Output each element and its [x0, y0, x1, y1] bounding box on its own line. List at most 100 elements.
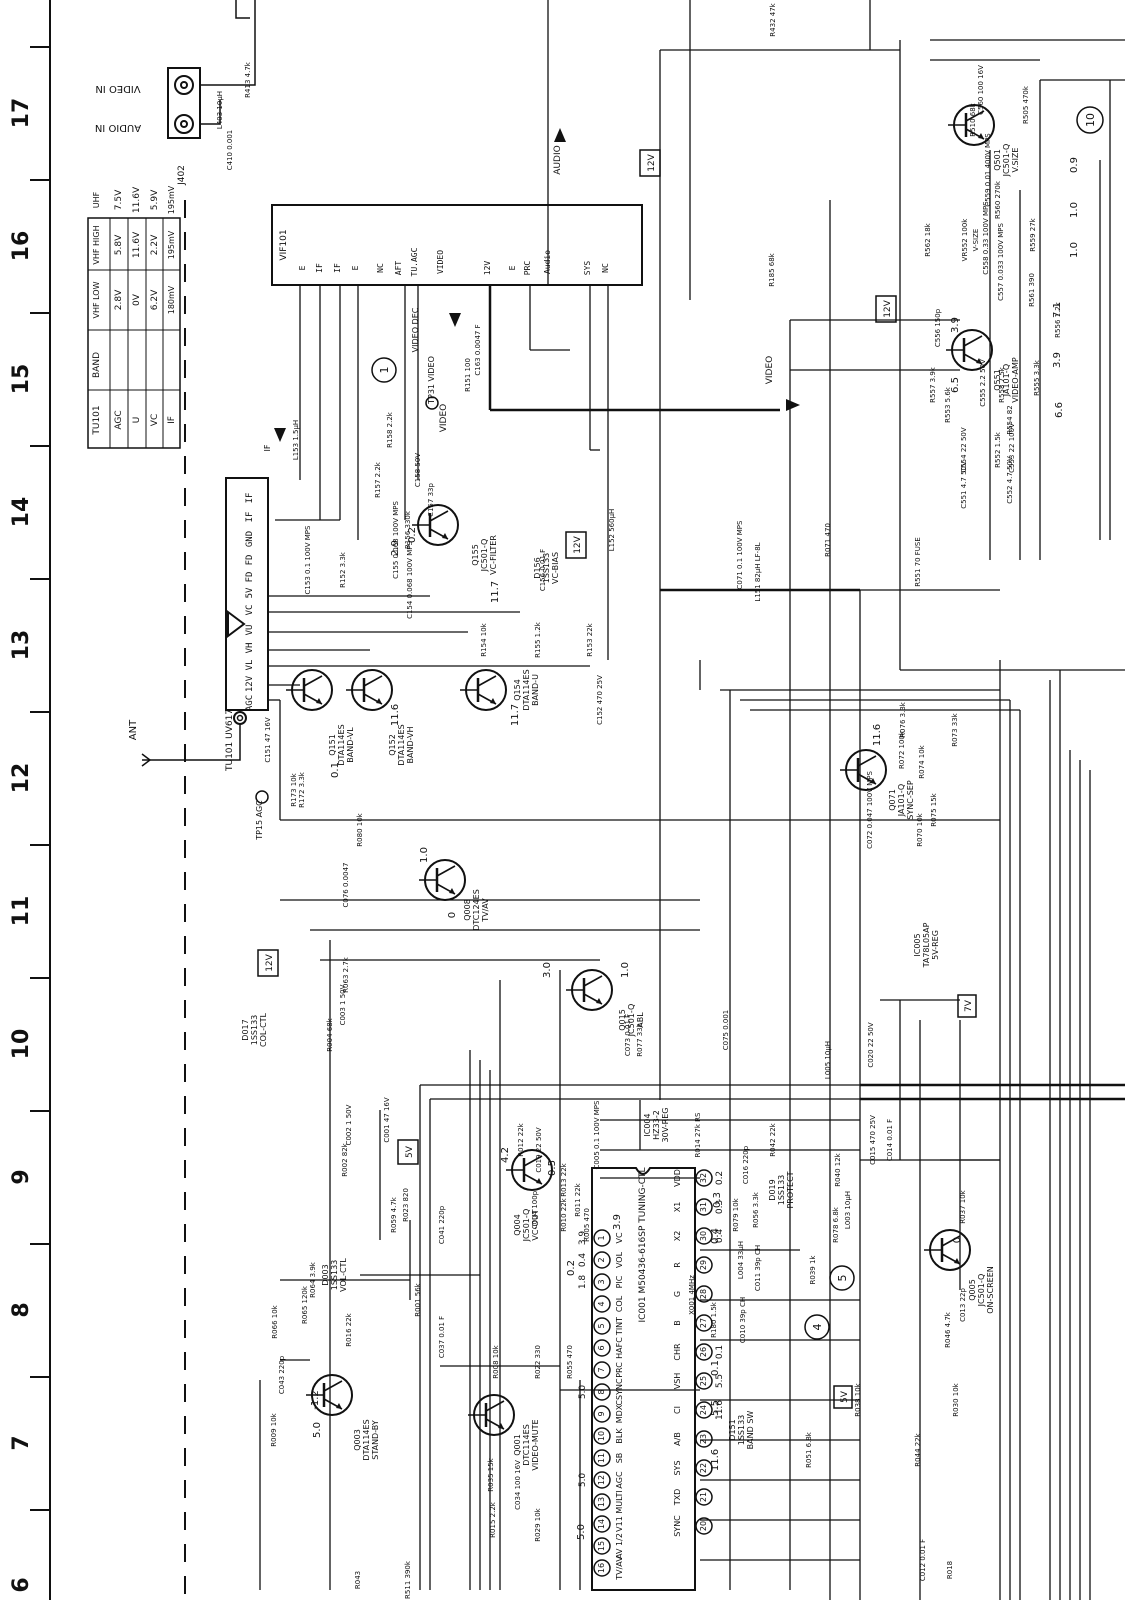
node-voltage: 0.1: [330, 762, 341, 778]
ic001-pin-label: VC: [615, 1232, 624, 1243]
component-label: R022 330: [534, 1345, 542, 1379]
transistor-q015: [566, 969, 613, 1011]
vif-pin-aft: AFT: [394, 261, 403, 276]
vif-pin-if1: IF: [315, 263, 324, 273]
band-row-agc-label: AGC: [114, 410, 124, 429]
component-label: C071 0.1 100V MPS: [736, 520, 744, 589]
component-label: R010 22k: [560, 1197, 568, 1231]
ic001-pin-num: 26: [699, 1347, 708, 1357]
component-label: C014 0.01 F: [886, 1119, 894, 1161]
audio-in-label: AUDIO IN: [95, 122, 141, 133]
component-label: C012 0.01 F: [919, 1539, 927, 1581]
ic001-pin-label: AGC: [615, 1471, 624, 1489]
ic001-pin-num: 4: [597, 1301, 606, 1306]
component-label: C002 1 50V: [345, 1104, 353, 1145]
part-num-d019: 1SS133: [777, 1175, 786, 1206]
node-voltage: 0.3: [712, 1192, 723, 1208]
component-label: R014 27k RS: [694, 1112, 702, 1157]
antenna-input: ANT: [128, 719, 241, 767]
component-label: R559 27k: [1029, 217, 1037, 251]
component-label: R552 1.5k: [994, 431, 1002, 468]
vif-pin-if2: IF: [333, 263, 342, 273]
tp15-label: TP15 AGC: [255, 800, 264, 841]
component-label: R001 56k: [414, 1282, 422, 1316]
component-label: R038 10k: [854, 1382, 862, 1416]
node-voltage: 0.5: [547, 1160, 558, 1176]
vif-pin-e2: E: [351, 265, 360, 270]
vif-pin-e3: E: [508, 265, 517, 270]
ic001-pin-label: PRC: [615, 1362, 624, 1378]
ic001-pin-label: SYNC: [673, 1515, 682, 1537]
component-label: R413 4.7k: [244, 61, 252, 98]
ic001-pin-voltage: 5.0: [578, 1385, 588, 1400]
component-label: R009 10k: [270, 1412, 278, 1446]
component-label: R076 3.3k: [899, 701, 907, 738]
component-label: R553 5.6k: [944, 386, 952, 423]
transistor-func-q071: SYNC-SEP: [906, 780, 915, 820]
band-row-if-low: 180mV: [167, 285, 176, 314]
band-row-if-high: 195mV: [167, 230, 176, 259]
ic001-pin-label: MDX: [615, 1404, 624, 1423]
component-label: R562 18k: [924, 222, 932, 256]
part-ref-ic004: IC004: [643, 1113, 652, 1136]
component-label: R043: [354, 1571, 362, 1589]
component-label: C034 100 16V: [514, 1460, 522, 1510]
ic001-pin-voltage: 5.0: [578, 1473, 588, 1488]
transistor-q551: [946, 329, 993, 371]
part-ref-ic005: IC005: [913, 933, 922, 956]
component-label: R511 390k: [404, 1560, 412, 1599]
ic001-pin-num: 20: [699, 1521, 708, 1531]
node-voltage: 11.7: [490, 581, 501, 603]
vtag-12v-c: 12V: [573, 535, 583, 553]
band-header-band: BAND: [92, 352, 102, 378]
component-label: R180 1.5k: [710, 1301, 718, 1338]
component-label: L005 10μH: [824, 1041, 832, 1079]
ic001-pin-label: A/B: [673, 1432, 682, 1446]
ic001-pin-voltage: 3.9: [578, 1231, 588, 1246]
part-func-ic005: 5V-REG: [931, 930, 940, 960]
vif-pin-video: VIDEO: [436, 250, 445, 274]
node-voltage: 4.2: [500, 1147, 511, 1163]
ic001-pin-voltage: 11.6: [715, 1400, 725, 1420]
component-label: C020 22 50V: [867, 1022, 875, 1068]
ic001-tuning-control: IC001 M50436-616SP TUNING-CTL: [591, 1167, 696, 1591]
band-row-u-uhf: 11.6V: [132, 186, 142, 213]
ic001-name: IC001 M50436-616SP TUNING-CTL: [638, 1167, 648, 1322]
ic001-pin-voltage: 0.3: [715, 1200, 725, 1214]
band-row-vc-low: 6.2V: [150, 289, 160, 310]
ic001-pin-num: 9: [597, 1411, 606, 1416]
component-label: R002 82k: [341, 1142, 349, 1176]
band-row-u-high: 11.6V: [132, 231, 142, 258]
ic001-pin-voltage: 0.1: [715, 1345, 725, 1359]
ic001-pin-label: CI: [673, 1406, 682, 1414]
component-label: R505 470k: [1022, 85, 1030, 124]
component-label: R016 22k: [345, 1312, 353, 1346]
vif-pin-tuagc: TU.AGC: [410, 247, 419, 276]
component-label: C156 0.01 F: [539, 549, 547, 591]
component-label: C558 0.33 100V MPS: [982, 201, 990, 275]
band-row-vc-high: 2.2V: [150, 234, 160, 255]
component-label: C554 22 50V: [960, 427, 968, 473]
grid-num-9: 9: [9, 1169, 34, 1184]
component-label: R561 390: [1028, 273, 1036, 307]
circled-references: 1 10 4 5: [371, 106, 1104, 1340]
vtag-7v: 7V: [964, 999, 974, 1012]
ic001-pin-label: CHR: [673, 1343, 682, 1361]
vif-module: VIF101 E IF IF E NC AFT TU.AGC VIDEO 12V…: [271, 204, 643, 286]
ic001-pin-voltage: 0.4: [578, 1253, 588, 1268]
signal-vdec-label: VIDEO DEC: [411, 307, 420, 352]
band-row-if-uhf: 195mV: [167, 185, 176, 214]
ic001-pin-label: CSYNC: [615, 1378, 624, 1406]
component-label: C560 100 16V: [977, 65, 985, 115]
signal-video-label-2: VIDEO: [439, 404, 449, 433]
node-voltage: 0.9: [1069, 157, 1080, 173]
part-ref-d017: D017: [241, 1019, 250, 1040]
transistor-func-q005: ON-SCREEN: [986, 1266, 995, 1314]
signal-video-label: VIDEO: [765, 356, 775, 385]
grid-num-6: 6: [9, 1577, 34, 1592]
transistor-q154: [460, 669, 507, 711]
vif-pin-nc1: NC: [376, 263, 385, 273]
ic001-pin-label: PIC: [615, 1275, 624, 1288]
grid-num-13: 13: [9, 630, 34, 661]
ic001-pin-label: X2: [673, 1231, 682, 1242]
